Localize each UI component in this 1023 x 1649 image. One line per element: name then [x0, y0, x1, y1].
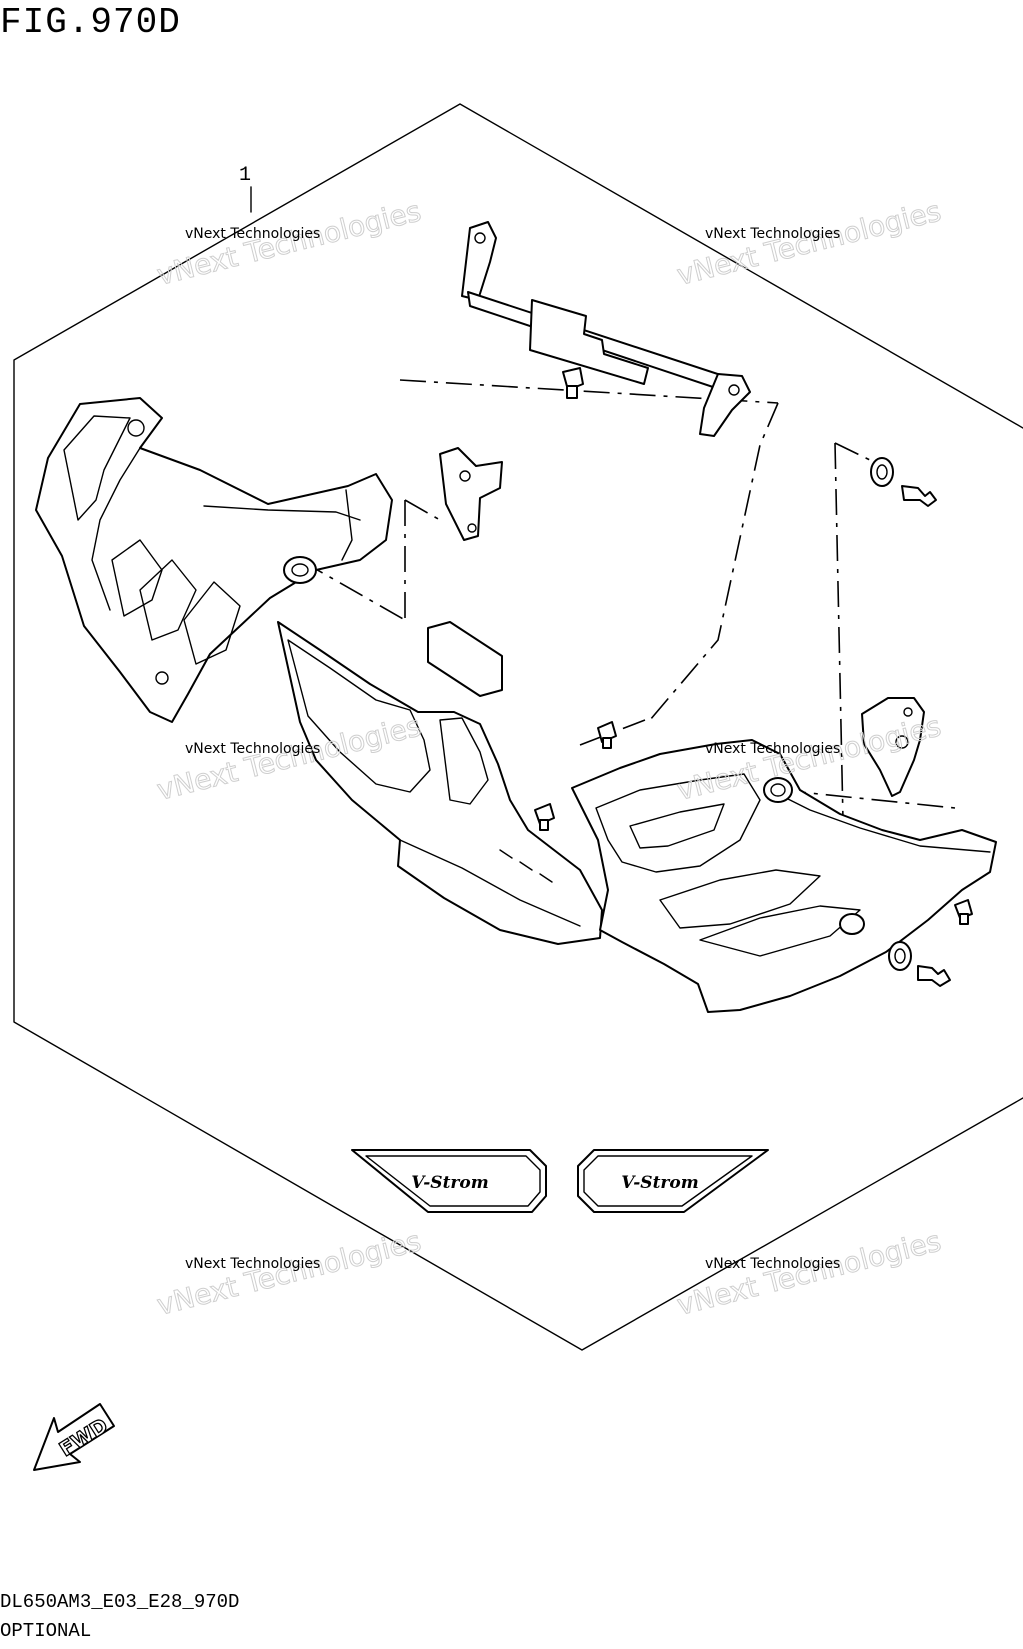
watermark-2: vNext Technologies vNext Technologies — [673, 194, 945, 292]
callout-number: 1 — [239, 164, 251, 187]
fwd-arrow-icon: FWD — [33, 1403, 115, 1471]
watermark-1: vNext Technologies vNext Technologies — [153, 194, 425, 292]
footer-note: OPTIONAL — [0, 1620, 92, 1642]
svg-text:vNext Technologies: vNext Technologies — [154, 1224, 425, 1321]
footer-diagram-code: DL650AM3_E03_E28_970D — [0, 1591, 240, 1613]
svg-text:vNext Technologies: vNext Technologies — [185, 741, 320, 757]
collar-upper-right — [870, 457, 937, 507]
emblem-right-text: V-Strom — [621, 1173, 698, 1193]
leader-lines — [299, 379, 956, 821]
bolt-3 — [534, 803, 555, 831]
rubber-pad — [427, 621, 503, 697]
center-skid-plate — [277, 621, 603, 945]
svg-text:vNext Technologies: vNext Technologies — [674, 1224, 945, 1321]
emblem-right: V-Strom — [577, 1149, 769, 1213]
watermark-5: vNext Technologies vNext Technologies — [153, 1224, 425, 1322]
svg-text:vNext Technologies: vNext Technologies — [705, 226, 840, 242]
svg-text:vNext Technologies: vNext Technologies — [705, 1256, 840, 1272]
upper-crossbar-bracket — [461, 221, 751, 437]
bolt-2 — [597, 721, 617, 749]
left-engine-guard — [35, 397, 393, 723]
figure-title: FIG.970D — [0, 2, 181, 43]
bracket-right — [861, 697, 925, 797]
svg-text:vNext Technologies: vNext Technologies — [154, 194, 425, 291]
right-engine-guard — [571, 739, 997, 1013]
bolt-4 — [954, 899, 973, 925]
svg-text:vNext Technologies: vNext Technologies — [705, 741, 840, 757]
bolt-1 — [562, 367, 584, 399]
callout-1: 1 — [239, 164, 252, 213]
emblem-left-text: V-Strom — [411, 1173, 488, 1193]
svg-text:vNext Technologies: vNext Technologies — [674, 194, 945, 291]
collar-lower-right — [888, 941, 951, 987]
svg-text:vNext Technologies: vNext Technologies — [185, 1256, 320, 1272]
kit-boundary — [13, 103, 1023, 1351]
bracket-left — [439, 447, 503, 541]
svg-text:vNext Technologies: vNext Technologies — [185, 226, 320, 242]
emblem-left: V-Strom — [351, 1149, 547, 1213]
watermark-6: vNext Technologies vNext Technologies — [673, 1224, 945, 1322]
